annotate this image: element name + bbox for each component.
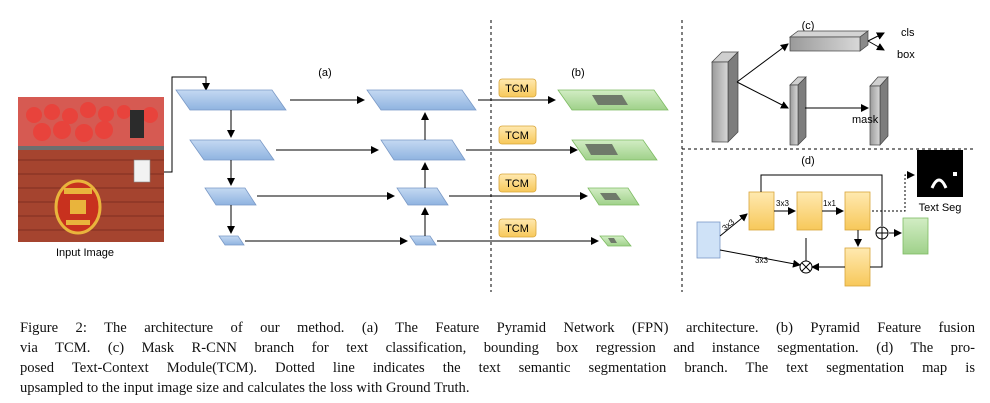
- conv-3x3-label-2: 3x3: [776, 199, 789, 208]
- caption-line-1: Figure 2: The architecture of our method…: [20, 320, 975, 336]
- fused-level-1: [557, 89, 669, 111]
- box-label: box: [897, 49, 915, 61]
- fc-block: [788, 30, 870, 52]
- bottomup-level-1: [175, 89, 287, 111]
- topdown-level-4: [409, 235, 437, 246]
- caption-line-2: via TCM. (c) Mask R-CNN branch for text …: [20, 340, 975, 356]
- conv-1x1-label: 1x1: [823, 199, 836, 208]
- panel-c-label: (c): [802, 20, 815, 32]
- tcm-conv-1: [748, 191, 775, 231]
- tcm-plus-op: [875, 226, 889, 240]
- roi-feature-block: [711, 51, 739, 143]
- input-image: [18, 97, 164, 242]
- svg-text:TCM: TCM: [505, 223, 529, 235]
- bottomup-level-4: [218, 235, 245, 246]
- tcm-output-feature: [902, 217, 929, 255]
- svg-text:TCM: TCM: [505, 130, 529, 142]
- tcm-conv-4: [844, 247, 871, 287]
- text-seg-map: [917, 150, 963, 197]
- panel-b-label: (b): [571, 67, 584, 79]
- panel-d-label: (d): [801, 155, 814, 167]
- caption-line-3: posed Text-Context Module(TCM). Dotted l…: [20, 360, 975, 376]
- svg-text:TCM: TCM: [505, 178, 529, 190]
- tcm-box-4: TCM: [498, 218, 537, 238]
- bottomup-level-3: [204, 187, 257, 206]
- mask-output-block: [869, 76, 889, 146]
- figure-caption: Figure 2: The architecture of our method…: [20, 318, 975, 398]
- input-image-label: Input Image: [56, 247, 114, 259]
- tcm-times-op: [799, 260, 813, 274]
- topdown-level-3: [396, 187, 449, 206]
- tcm-box-1: TCM: [498, 78, 537, 98]
- tcm-box-2: TCM: [498, 125, 537, 145]
- club-crest: [54, 179, 102, 235]
- tcm-box-3: TCM: [498, 173, 537, 193]
- panel-a-label: (a): [318, 67, 331, 79]
- fused-level-4: [599, 235, 632, 247]
- conv-3x3-label-1: 3x3: [721, 217, 737, 233]
- fused-level-2: [571, 139, 658, 161]
- topdown-level-2: [380, 139, 466, 161]
- tcm-input-feature: [696, 221, 721, 259]
- mask-conv-block: [789, 76, 807, 146]
- conv-3x3-label-3: 3x3: [755, 256, 768, 265]
- bottomup-level-2: [189, 139, 275, 161]
- svg-text:TCM: TCM: [505, 83, 529, 95]
- architecture-figure: Input Image (a) TCM: [18, 20, 975, 292]
- mask-label: mask: [852, 114, 879, 126]
- cls-label: cls: [901, 27, 915, 39]
- tcm-conv-3: [844, 191, 871, 231]
- topdown-level-1: [366, 89, 477, 111]
- text-seg-label: Text Seg: [919, 202, 962, 214]
- tcm-conv-2: [796, 191, 823, 231]
- caption-line-4: upsampled to the input image size and ca…: [20, 380, 470, 396]
- fused-level-3: [587, 187, 640, 206]
